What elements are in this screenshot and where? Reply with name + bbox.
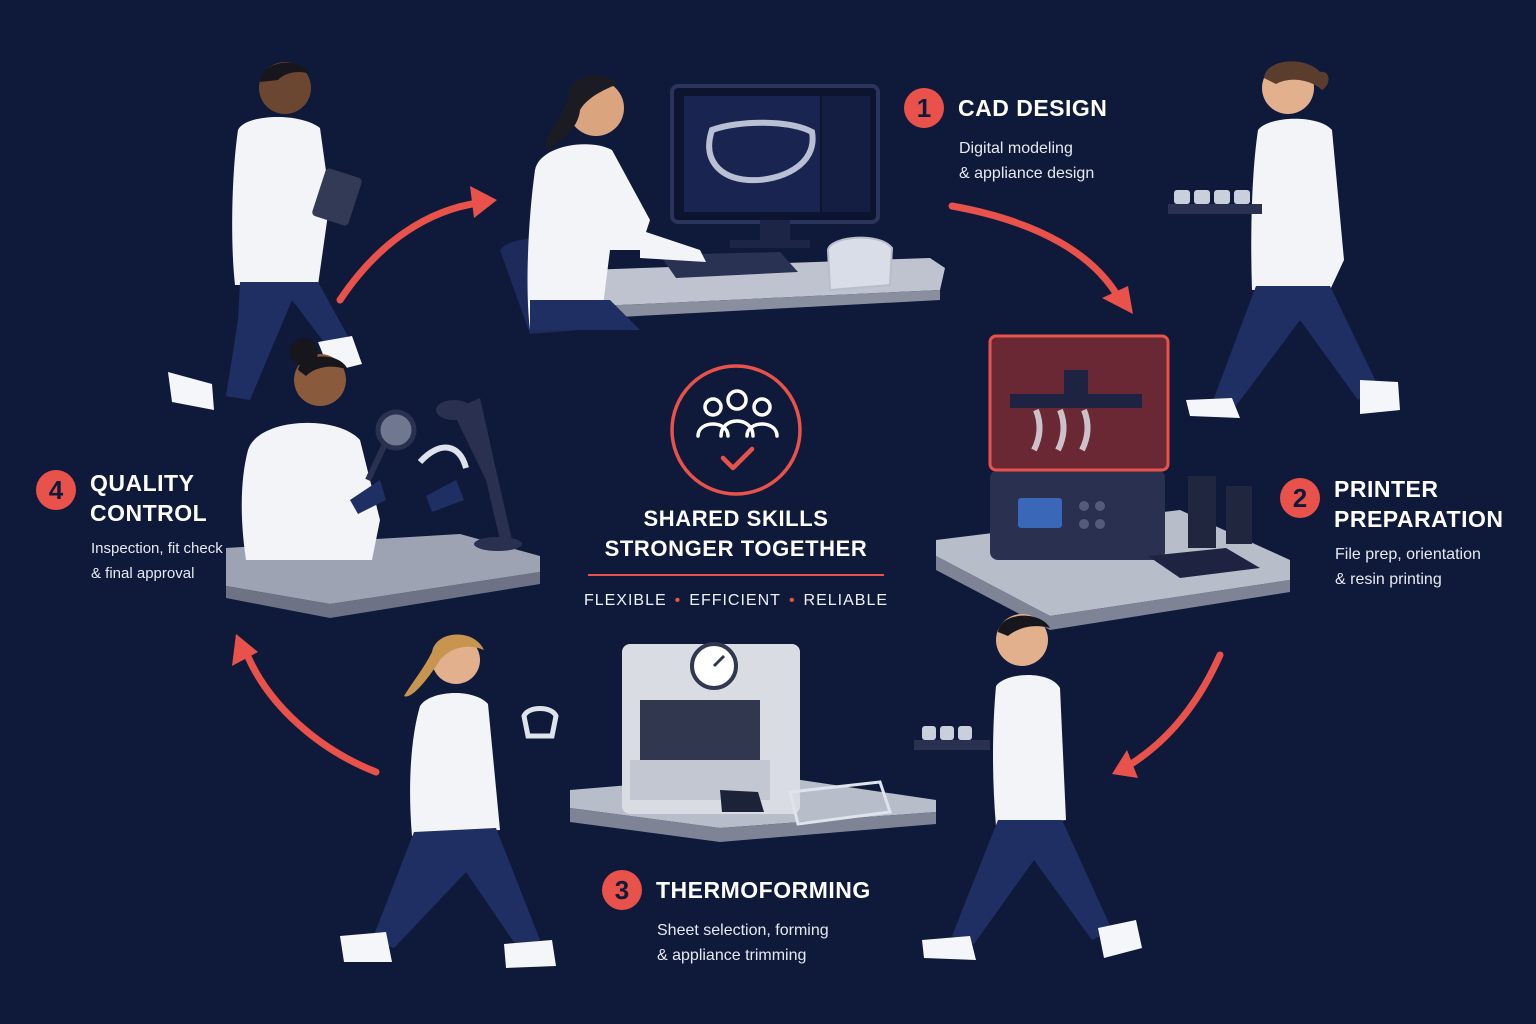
- step-title: THERMOFORMING: [656, 877, 871, 903]
- printer-station: [936, 334, 1290, 630]
- tablet: [312, 168, 362, 226]
- step-title: PRINTER PREPARATION: [1334, 474, 1504, 534]
- step-printer-preparation: 2 PRINTER PREPARATION File prep, orienta…: [1280, 474, 1504, 592]
- thermoforming-station: [570, 642, 936, 842]
- arrow-3-to-4: [242, 648, 380, 776]
- desc-line: File prep, orientation: [1335, 546, 1481, 563]
- step-cad-design: 1 CAD DESIGN Digital modeling & applianc…: [904, 88, 1107, 186]
- step-number-badge: 2: [1280, 478, 1320, 518]
- value-reliable: RELIABLE: [803, 592, 889, 609]
- technician-carrying-models: [914, 614, 1142, 960]
- title-line: PREPARATION: [1334, 506, 1504, 532]
- step-thermoforming: 3 THERMOFORMING Sheet selection, forming…: [602, 870, 871, 968]
- tagline-divider: [588, 574, 884, 576]
- desc-line: & appliance trimming: [657, 947, 807, 964]
- center-tagline: SHARED SKILLS STRONGER TOGETHER FLEXIBLE…: [580, 504, 892, 610]
- quality-control-station: [226, 338, 540, 618]
- dental-model: [826, 236, 894, 292]
- step-title: QUALITY CONTROL: [90, 468, 207, 528]
- magnifier: [375, 409, 417, 451]
- technician-with-tray: [1168, 61, 1400, 418]
- step-description: Inspection, fit check & final approval: [91, 536, 223, 586]
- step-description: Sheet selection, forming & appliance tri…: [657, 918, 871, 968]
- title-line: CONTROL: [90, 500, 208, 526]
- team-check-icon: [670, 364, 802, 496]
- desc-line: Sheet selection, forming: [657, 922, 829, 939]
- technician-with-aligner: [340, 634, 559, 968]
- model-tray: [1168, 204, 1262, 214]
- desc-line: & resin printing: [1335, 571, 1442, 588]
- step-quality-control: 4 QUALITY CONTROL Inspection, fit check …: [36, 468, 223, 586]
- desc-line: Inspection, fit check: [91, 540, 223, 557]
- step-description: Digital modeling & appliance design: [959, 136, 1107, 186]
- values-list: FLEXIBLE • EFFICIENT • RELIABLE: [580, 592, 892, 610]
- title-line: PRINTER: [1334, 476, 1439, 502]
- arrow-heads: [232, 186, 1138, 778]
- cad-workstation: [500, 75, 945, 334]
- separator-dot: •: [788, 592, 796, 609]
- title-line: QUALITY: [90, 470, 195, 496]
- resin-bottles: [1188, 476, 1252, 548]
- value-flexible: FLEXIBLE: [583, 592, 667, 609]
- printer-base: [990, 470, 1165, 560]
- arrow-2-to-3: [1124, 651, 1224, 770]
- separator-dot: •: [674, 592, 682, 609]
- plastic-sheets: [788, 780, 892, 826]
- technician-with-tablet: [168, 62, 362, 410]
- arrow-1-to-2: [948, 202, 1124, 304]
- desc-line: & appliance design: [959, 165, 1095, 182]
- step-number-badge: 3: [602, 870, 642, 910]
- tagline-line1: SHARED SKILLS: [643, 506, 829, 531]
- arrow-4-to-1: [336, 199, 482, 304]
- tagline-line2: STRONGER TOGETHER: [604, 536, 868, 561]
- step-description: File prep, orientation & resin printing: [1335, 542, 1504, 592]
- step-title: CAD DESIGN: [958, 95, 1108, 121]
- step-number-badge: 4: [36, 470, 76, 510]
- value-efficient: EFFICIENT: [689, 592, 781, 609]
- desc-line: & final approval: [91, 565, 195, 582]
- build-plate: [1148, 548, 1260, 578]
- desk-lamp: [452, 398, 512, 540]
- step-number-badge: 1: [904, 88, 944, 128]
- cycle-arrows: [242, 199, 1224, 776]
- desc-line: Digital modeling: [959, 140, 1073, 157]
